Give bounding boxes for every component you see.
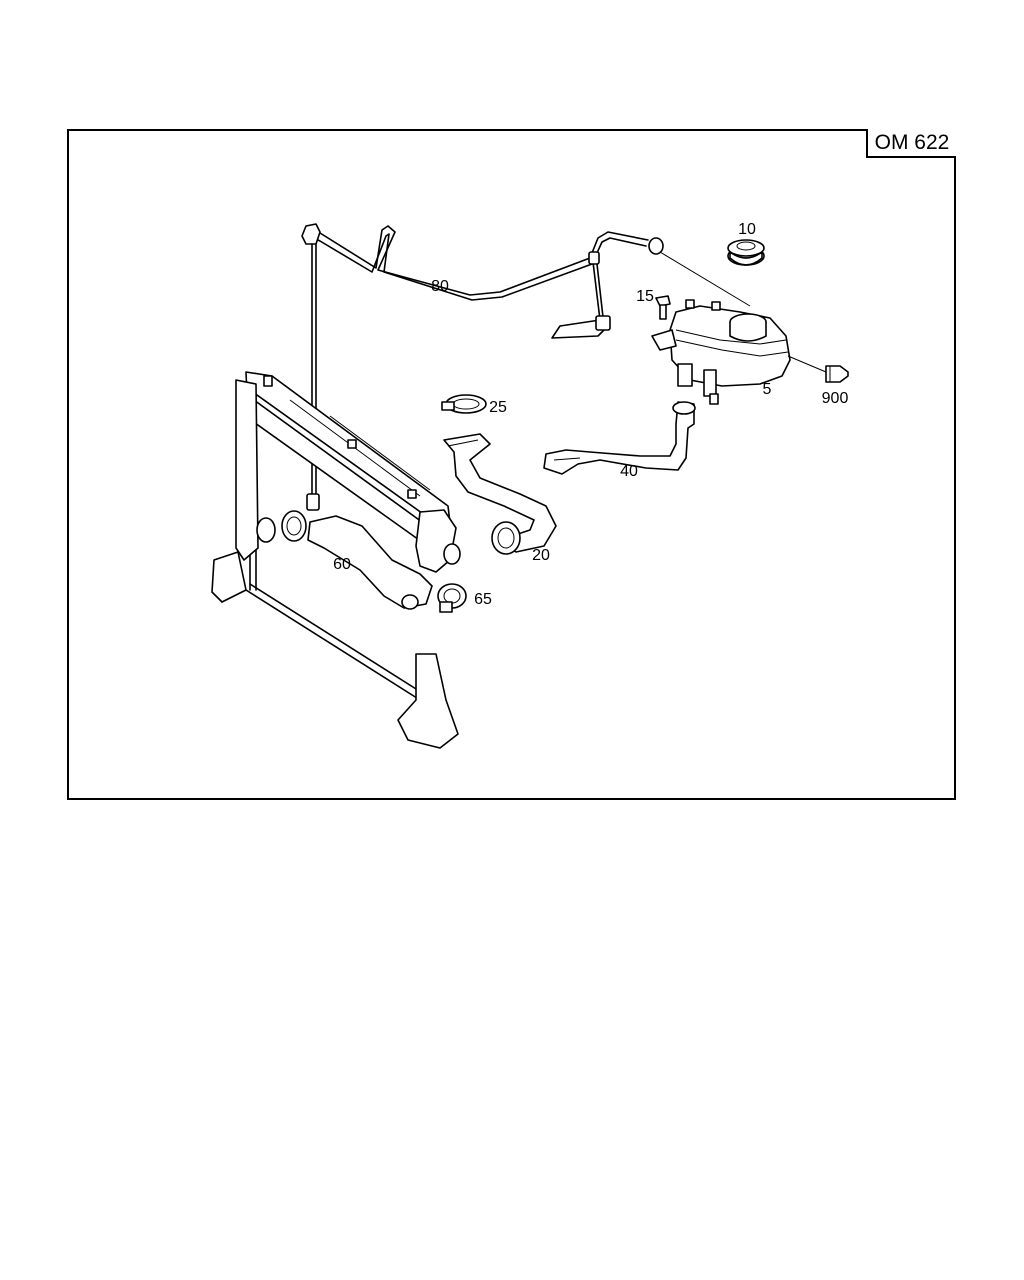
part-65-clamp[interactable] xyxy=(437,583,467,613)
callout-80: 80 xyxy=(431,278,449,295)
callout-10: 10 xyxy=(738,221,756,238)
part-5-expansion-tank[interactable] xyxy=(651,299,827,405)
callout-20: 20 xyxy=(532,547,550,564)
callout-900: 900 xyxy=(822,390,849,407)
callout-25: 25 xyxy=(489,399,507,416)
callout-5: 5 xyxy=(763,381,772,398)
part-15-bolt[interactable] xyxy=(655,295,671,320)
part-25-clamp[interactable] xyxy=(441,394,487,414)
part-900-connector[interactable] xyxy=(825,365,849,383)
diagram-frame xyxy=(67,129,956,800)
part-40-lower-hose[interactable] xyxy=(543,401,696,475)
radiator[interactable] xyxy=(211,371,461,749)
callout-65: 65 xyxy=(474,591,492,608)
part-60-lower-radiator-hose[interactable] xyxy=(256,510,433,610)
callout-60: 60 xyxy=(333,556,351,573)
part-20-upper-hose[interactable] xyxy=(443,433,557,555)
engine-code-badge: OM 622 xyxy=(866,129,956,158)
callout-15: 15 xyxy=(636,288,654,305)
callout-40: 40 xyxy=(620,463,638,480)
part-10-cap[interactable] xyxy=(727,239,765,266)
